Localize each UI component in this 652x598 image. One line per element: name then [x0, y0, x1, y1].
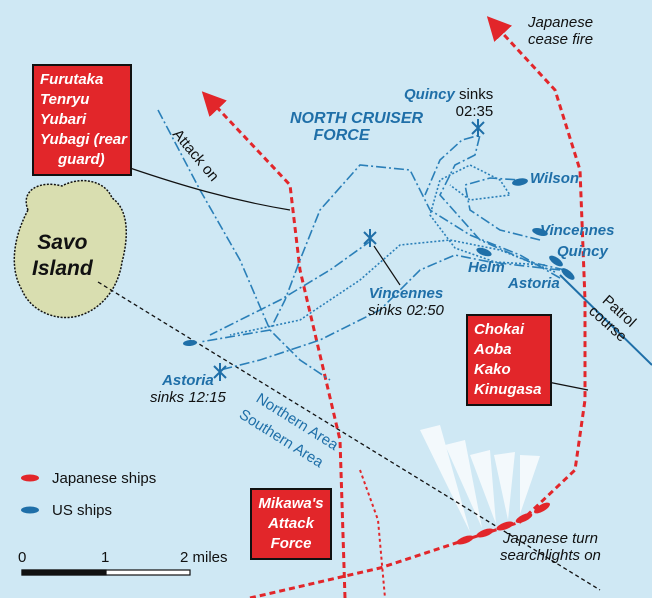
- us-ship-tracks: [157, 109, 566, 381]
- vincennes-label: Vincennes: [540, 222, 615, 239]
- north-cruiser-force-label: NORTH CRUISER FORCE: [290, 110, 424, 144]
- quincy-label: Quincy: [557, 243, 608, 260]
- mikawa-force-box: Mikawa's Attack Force: [250, 488, 332, 560]
- legend-us-symbol: [21, 506, 39, 514]
- savo-island-label: Savo Island: [32, 231, 93, 280]
- vincennes-sinks-label: Vincennes sinks 02:50: [368, 285, 444, 319]
- helm-label: Helm: [468, 259, 505, 276]
- legend-us-label: US ships: [52, 502, 113, 519]
- japanese-nw-group-box: Furutaka Tenryu Yubari Yubagi (rear guar…: [32, 64, 132, 176]
- mikawa-track: [359, 469, 386, 598]
- scale-tick-2: 2 miles: [180, 549, 228, 566]
- astoria-sinks-label: Astoria sinks 12:15: [150, 372, 226, 406]
- us-ship-markers: [183, 178, 575, 347]
- japanese-ship-column: [456, 502, 550, 545]
- quincy-sinks-label: Quincy sinks 02:35: [404, 86, 494, 120]
- legend-japanese-label: Japanese ships: [52, 470, 157, 487]
- area-boundary-line: [97, 281, 601, 591]
- legend-japanese-symbol: [21, 474, 39, 482]
- scale-tick-1: 1: [101, 549, 110, 566]
- scale-bar: [21, 569, 191, 576]
- patrol-course-line: [559, 274, 652, 366]
- scale-tick-0: 0: [18, 549, 27, 566]
- searchlight-beams: [420, 425, 540, 532]
- japanese-main-group-box: Chokai Aoba Kako Kinugasa: [466, 314, 552, 406]
- savo-island-shape: [13, 179, 127, 319]
- wilson-label: Wilson: [530, 170, 580, 187]
- japanese-main-track: [249, 16, 587, 598]
- astoria-label: Astoria: [508, 275, 560, 292]
- sinking-markers: [213, 119, 485, 381]
- searchlights-label: Japanese turn searchlights on: [500, 530, 601, 564]
- leader-lines: [129, 167, 589, 391]
- cease-fire-label: Japanese cease fire: [528, 14, 594, 48]
- japanese-nw-track: [201, 91, 347, 598]
